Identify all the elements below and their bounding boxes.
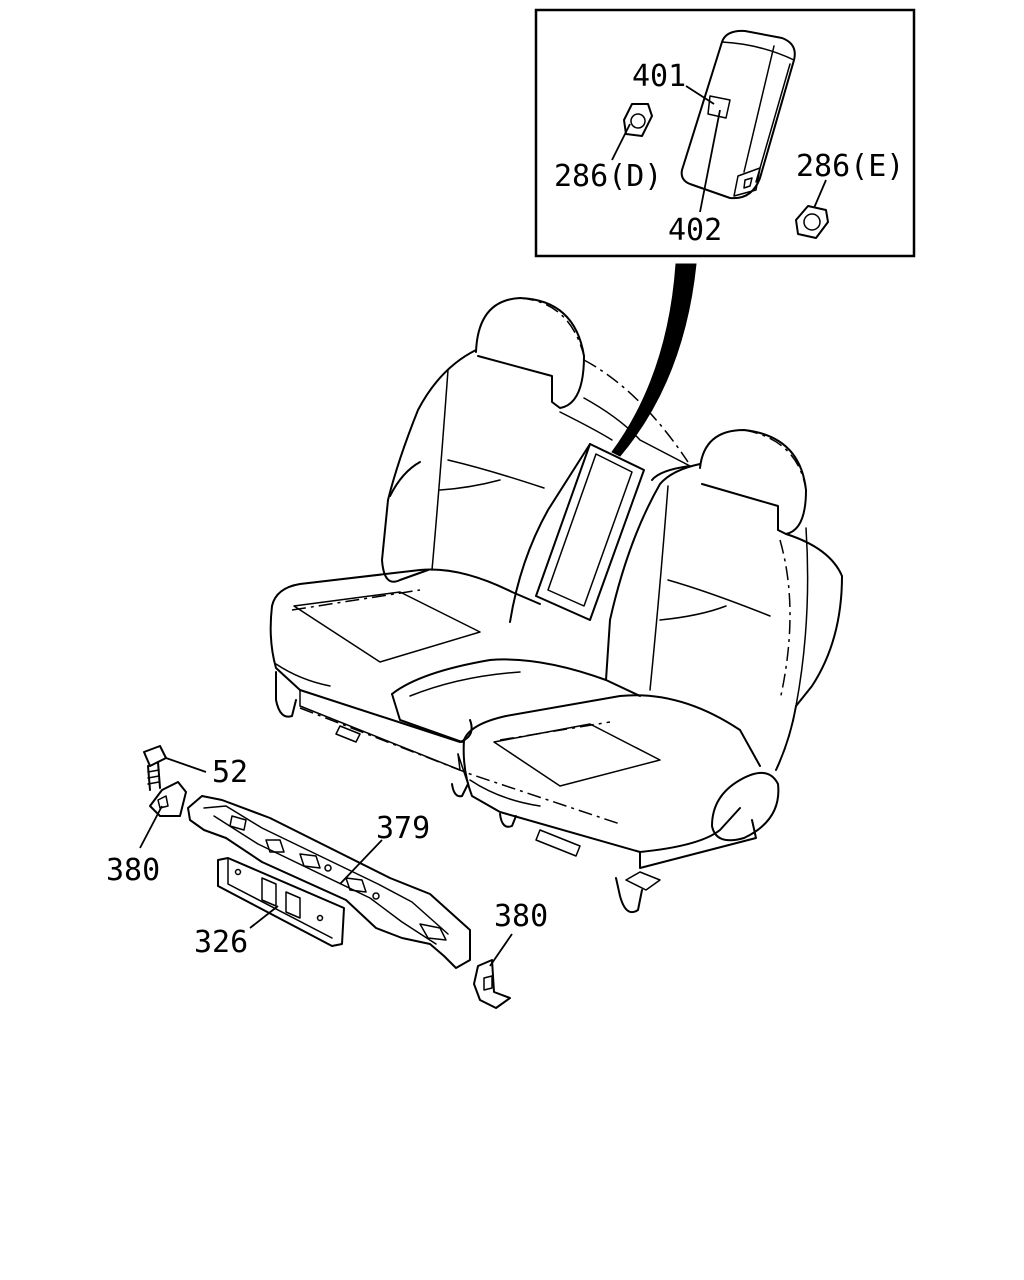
leader-380-right bbox=[489, 933, 513, 967]
right-seat-back bbox=[605, 463, 701, 681]
clip-286d-part bbox=[623, 103, 653, 137]
left-seat-back bbox=[381, 349, 477, 583]
left-seat-cushion bbox=[271, 568, 541, 607]
label-380-left: 380 bbox=[106, 853, 160, 888]
plate-326-part bbox=[217, 857, 345, 947]
label-379: 379 bbox=[376, 811, 430, 846]
left-headrest bbox=[475, 297, 585, 409]
leader-379 bbox=[339, 839, 383, 885]
label-326: 326 bbox=[194, 925, 248, 960]
cross-member-379-part bbox=[187, 795, 471, 969]
seat-base-frame bbox=[275, 671, 297, 718]
center-armrest-opening bbox=[535, 443, 645, 621]
label-380-right: 380 bbox=[494, 899, 548, 934]
label-402: 402 bbox=[668, 213, 722, 248]
label-286e: 286(E) bbox=[796, 149, 904, 184]
center-seat-cushion bbox=[391, 658, 641, 697]
label-401: 401 bbox=[632, 59, 686, 94]
leader-52 bbox=[165, 757, 207, 773]
rear-seat-assembly bbox=[269, 297, 843, 914]
leader-286d bbox=[611, 123, 631, 161]
label-286d: 286(D) bbox=[554, 159, 662, 194]
label-52: 52 bbox=[212, 755, 248, 790]
clip-286e-part bbox=[795, 205, 829, 239]
bolt-52-part bbox=[143, 745, 167, 791]
bracket-380-left-part bbox=[149, 781, 187, 817]
leader-286e bbox=[813, 179, 827, 209]
right-headrest bbox=[699, 429, 807, 535]
leader-326 bbox=[249, 905, 279, 929]
detail-inset: 401 402 286(D) 286(E) bbox=[534, 8, 916, 258]
callout-pointer bbox=[611, 263, 697, 457]
leader-401 bbox=[685, 85, 715, 105]
leader-402 bbox=[699, 109, 721, 213]
inset-frame bbox=[534, 8, 916, 258]
right-seat-cushion bbox=[463, 694, 761, 767]
armrest-cover-part bbox=[680, 29, 796, 200]
leader-380-left bbox=[139, 805, 163, 849]
bracket-380-right-part bbox=[473, 959, 511, 1009]
